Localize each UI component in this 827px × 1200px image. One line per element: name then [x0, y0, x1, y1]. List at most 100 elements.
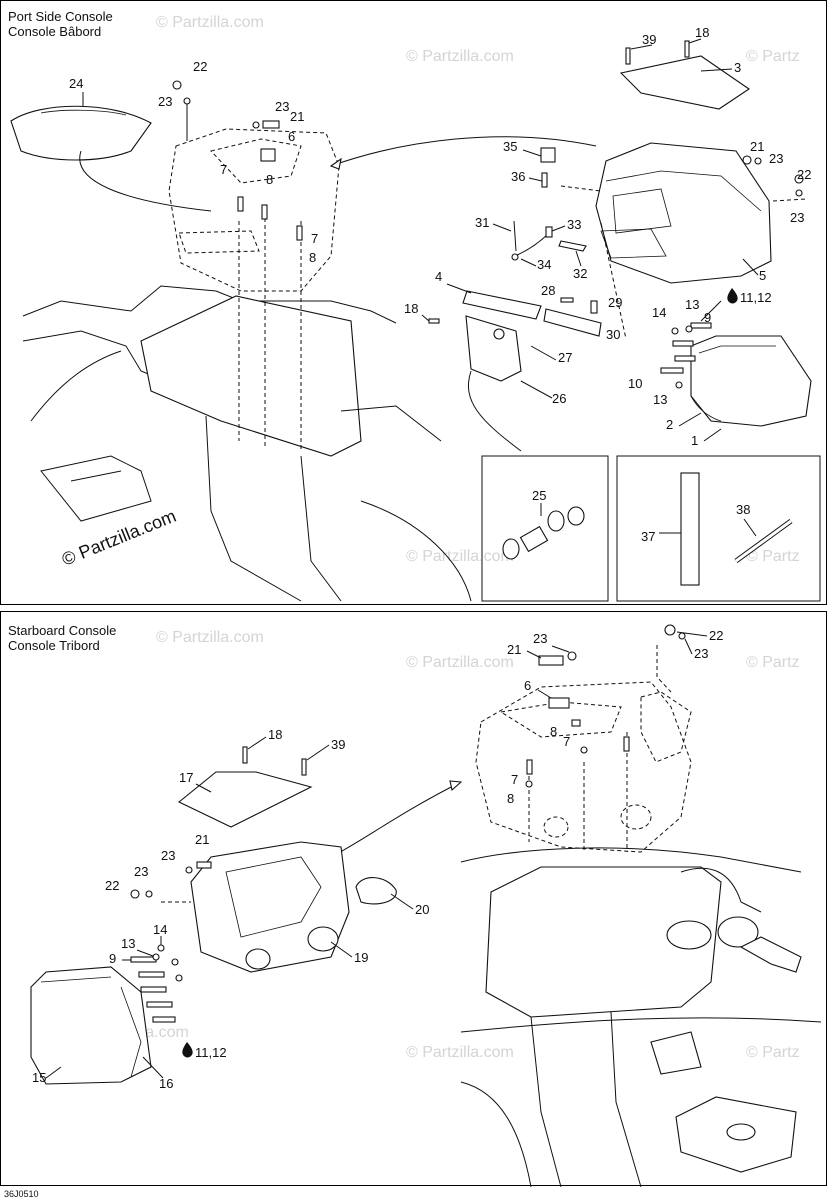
figure-code: 36J0510 [4, 1189, 39, 1199]
screw-18 [684, 40, 690, 58]
hull-rim [22, 285, 397, 324]
guide [656, 645, 672, 693]
starboard-title-fr: Console Tribord [8, 638, 100, 653]
part-label: 19 [354, 950, 368, 965]
part-label: 23 [161, 848, 175, 863]
part-label: 1 [691, 433, 698, 448]
starboard-console-side [640, 691, 692, 763]
port-console-top [210, 138, 302, 184]
leader [742, 258, 759, 276]
screw-7 [237, 196, 244, 212]
nut-22 [172, 80, 182, 90]
hull-bracket-line [70, 470, 122, 482]
hull-lower2 [610, 1011, 642, 1187]
assembly-arrow [330, 136, 597, 167]
part-label: 23 [769, 151, 783, 166]
screw [140, 986, 167, 993]
leader [390, 893, 414, 910]
starboard-console-outline [475, 681, 692, 853]
part-label: 39 [331, 737, 345, 752]
part-label: 13 [121, 936, 135, 951]
leader [330, 941, 353, 958]
bolt-21 [262, 120, 280, 129]
nut-22 [130, 889, 140, 899]
bolt-21-r [742, 155, 752, 165]
part-label: 7 [563, 734, 570, 749]
washer [171, 958, 179, 966]
part-label: 25 [532, 488, 546, 503]
oil-drop-icon [727, 288, 738, 304]
washer [175, 974, 183, 982]
screw-18 [242, 746, 248, 764]
hull-floor-curve [360, 500, 472, 602]
watermark: © Partz [746, 48, 800, 65]
starboard-console-panel: Starboard Console Console Tribord © Part… [0, 611, 827, 1187]
hull-floor [460, 1017, 822, 1033]
leader [526, 650, 542, 659]
hull-bracket-hole [726, 1123, 756, 1141]
screw-36 [541, 172, 548, 188]
watermark: © Partz [746, 548, 800, 565]
washer-23-r [754, 157, 762, 165]
part-label: 31 [475, 215, 489, 230]
part-label: 29 [608, 295, 622, 310]
part-label: 14 [153, 922, 167, 937]
part-label: 6 [288, 129, 295, 144]
leader [520, 380, 553, 399]
screw-7c [296, 225, 303, 241]
bolt-21 [196, 861, 212, 869]
starboard-console-diagram: © Partzilla.com © Partzilla.com © Partz … [30, 624, 822, 1187]
part-label: 21 [290, 109, 304, 124]
screw [672, 340, 694, 347]
hull-panel [650, 1031, 702, 1075]
arrow-head [329, 157, 342, 170]
part-label: 30 [606, 327, 620, 342]
leader [142, 1056, 164, 1079]
nut-14 [157, 944, 165, 952]
hull-deck [340, 405, 442, 442]
console-5-opening [612, 188, 672, 234]
hull-cup [717, 916, 759, 948]
part-label: 23 [134, 864, 148, 879]
hull-tray [739, 936, 802, 973]
leader [522, 149, 542, 157]
part-label: 23 [275, 99, 289, 114]
part-label: 5 [759, 268, 766, 283]
part-label: 3 [734, 60, 741, 75]
hull-side [680, 867, 762, 913]
hull-lower [530, 1016, 562, 1187]
cover-24 [10, 105, 152, 161]
screw [152, 1016, 176, 1023]
watermark: © Partzilla.com [406, 654, 514, 671]
tool-38-inner [735, 519, 792, 563]
leader [575, 250, 582, 267]
part-label: 33 [567, 217, 581, 232]
leader [492, 223, 512, 232]
clip-33 [545, 226, 553, 238]
latch-25a [502, 538, 520, 560]
knob-26 [493, 328, 505, 340]
screw-39 [625, 47, 631, 65]
inset-25 [481, 455, 609, 602]
part-label: 7 [511, 772, 518, 787]
clip-35 [540, 147, 556, 163]
port-side-console-panel: Port Side Console Console Bâbord © Partz… [0, 0, 827, 605]
latch-25-spring [519, 525, 549, 553]
screw-7b [623, 736, 630, 752]
leader [684, 638, 693, 655]
part-label: 20 [415, 902, 429, 917]
watermark: © Partz [746, 654, 800, 671]
part-label: 21 [195, 832, 209, 847]
washer-23-r2 [795, 189, 803, 197]
hull-rim-s [460, 847, 802, 873]
part-label: 28 [541, 283, 555, 298]
glovebox-hinge-2 [690, 395, 722, 422]
part-label: 2 [666, 417, 673, 432]
part-label: 18 [695, 25, 709, 40]
guide [600, 222, 627, 340]
watermark: © Partzilla.com [406, 1044, 514, 1061]
leader [700, 300, 722, 322]
console-19 [190, 841, 350, 973]
washer-23b [252, 121, 260, 129]
leader [678, 412, 702, 427]
